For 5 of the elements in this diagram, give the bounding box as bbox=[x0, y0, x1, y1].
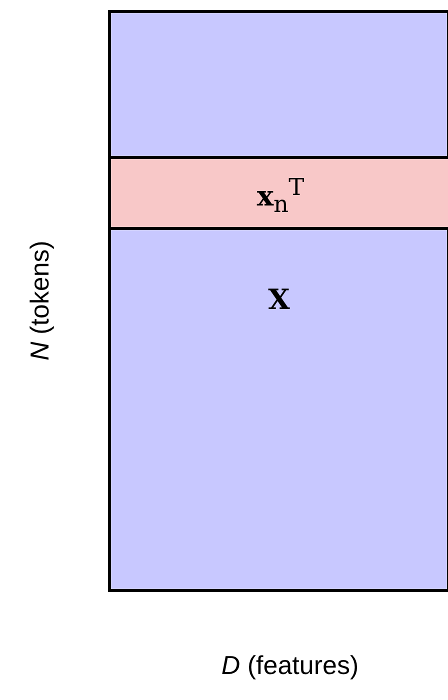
matrix-rect bbox=[108, 10, 448, 592]
axis-label: N (tokens) bbox=[24, 240, 56, 362]
row-band bbox=[108, 156, 448, 230]
axis-label: D (features) bbox=[220, 650, 360, 681]
matrix-symbol: X bbox=[268, 283, 290, 316]
